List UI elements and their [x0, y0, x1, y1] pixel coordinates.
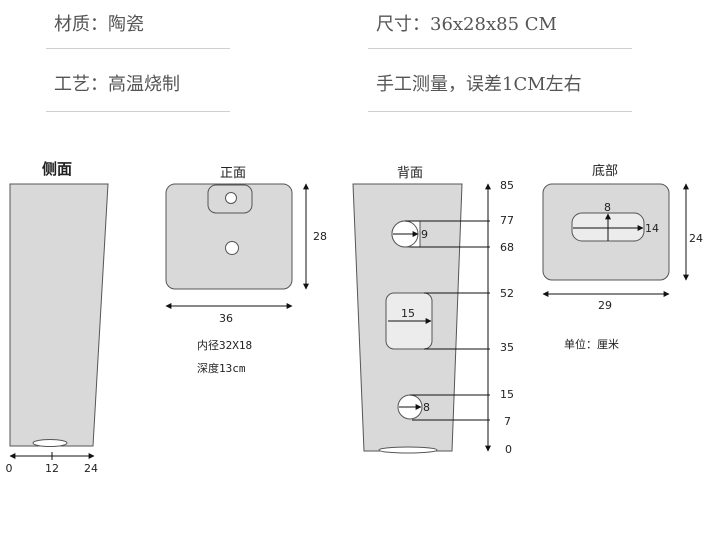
spec-note: 手工测量，误差1CM左右 — [376, 74, 582, 95]
spec-craft: 工艺：高温烧制 — [54, 74, 180, 95]
scale-label: 0 — [505, 443, 512, 456]
front-view-title: 正面 — [220, 166, 246, 181]
bottom-slot-width-label: 14 — [645, 222, 659, 235]
bottom-view: 底部 8 14 24 29 单位：厘米 — [542, 163, 703, 351]
divider — [368, 111, 632, 112]
scale-label: 77 — [500, 214, 514, 227]
front-width-label: 36 — [219, 312, 233, 325]
back-top-hole-label: 9 — [421, 228, 428, 241]
back-drain-hole — [378, 446, 438, 454]
divider — [46, 111, 230, 112]
scale-label: 35 — [500, 341, 514, 354]
back-bottom-hole-label: 8 — [423, 401, 430, 414]
spec-material: 材质：陶瓷 — [54, 14, 144, 35]
spec-size: 尺寸：36x28x85 CM — [376, 14, 557, 35]
front-top-hole — [225, 192, 237, 204]
bottom-view-title: 底部 — [592, 163, 618, 179]
front-center-hole — [225, 241, 239, 255]
drain-hole — [32, 439, 68, 447]
front-height-label: 28 — [313, 230, 327, 243]
depth-note: 深度13cm — [197, 361, 246, 375]
scale-label: 7 — [504, 415, 511, 428]
back-view: 背面 9 15 8 85 77 — [352, 166, 514, 456]
back-mid-pad-label: 15 — [401, 307, 415, 320]
unit-note: 单位：厘米 — [564, 337, 619, 351]
scale-label: 52 — [500, 287, 514, 300]
bottom-slot-height-label: 8 — [604, 201, 611, 214]
divider — [46, 48, 230, 49]
front-view: 正面 28 36 内径32X18 深度13cm — [165, 166, 327, 375]
bottom-width-label: 29 — [598, 299, 612, 312]
back-view-title: 背面 — [397, 166, 423, 181]
scale-label: 15 — [500, 388, 514, 401]
front-body — [165, 183, 293, 290]
bottom-height-label: 24 — [689, 232, 703, 245]
scale-label: 68 — [500, 241, 514, 254]
side-tick-label: 24 — [84, 462, 98, 475]
side-tick-label: 0 — [6, 462, 13, 475]
side-body — [9, 183, 109, 447]
scale-label: 85 — [500, 179, 514, 192]
side-view: 侧面 0 12 24 — [6, 160, 109, 475]
side-tick-label: 12 — [45, 462, 59, 475]
divider — [368, 48, 632, 49]
side-view-title: 侧面 — [42, 160, 72, 178]
inner-size-note: 内径32X18 — [197, 338, 252, 352]
